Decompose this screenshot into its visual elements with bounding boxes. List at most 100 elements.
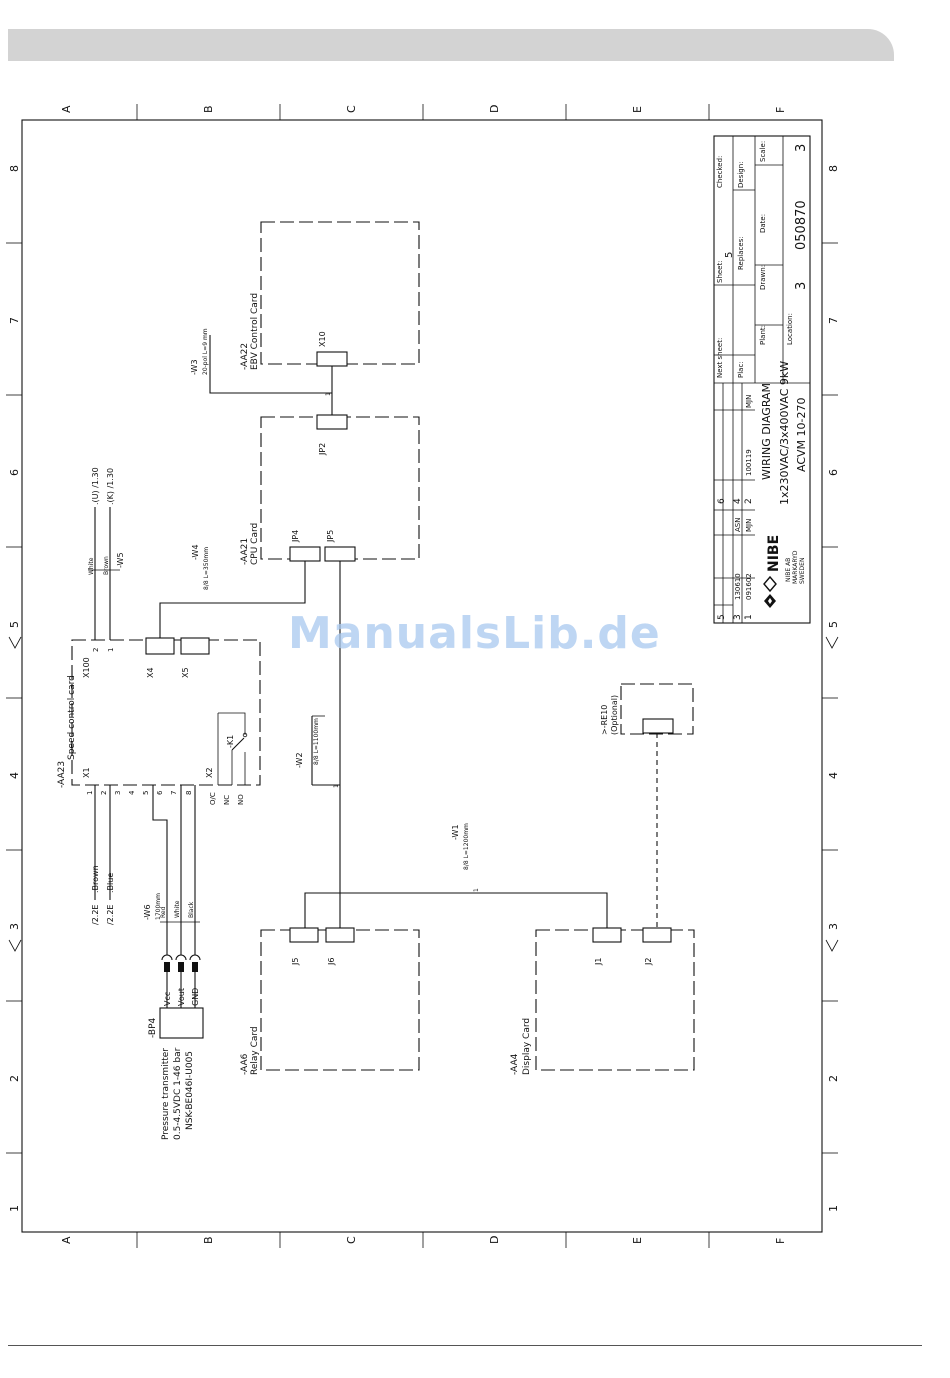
- center-mark-left-2: [8, 939, 22, 952]
- title-plant-label: Plant:: [759, 325, 767, 345]
- w4-cable: [159, 561, 306, 639]
- w1-cable: [304, 892, 608, 930]
- w4-spec: 8/8 L=350mm: [203, 547, 210, 590]
- j1-label: J1: [594, 958, 603, 966]
- pt-line-3: NSK-BE046I-U005: [185, 1051, 195, 1130]
- aa23-card-outline: [71, 639, 261, 786]
- row-label-6-left: 6: [8, 469, 21, 476]
- aa23-ref: -AA23: [57, 761, 67, 788]
- rev-1-index: 6: [717, 498, 727, 504]
- center-mark-left: [8, 636, 22, 649]
- w6-red-wire: [152, 785, 168, 955]
- x100-pin-1: 1: [107, 648, 115, 652]
- w6-ref: -W6: [143, 904, 152, 920]
- j2-connector: [642, 927, 672, 943]
- title-replaces-label: Replaces:: [737, 236, 745, 270]
- row-label-1-left: 1: [8, 1205, 21, 1212]
- col-label-f-top: F: [774, 107, 787, 113]
- w5-ref: -W5: [116, 552, 125, 568]
- x5-label: X5: [181, 667, 190, 678]
- title-location-value: 3: [794, 282, 809, 290]
- col-label-b-bottom: B: [202, 1236, 215, 1244]
- title-sheet-label: Sheet:: [716, 260, 724, 283]
- re10-ref: >-RE10: [600, 705, 609, 735]
- jp2-connector: [316, 414, 348, 430]
- re10-note: (Optional): [610, 695, 619, 735]
- col-label-b-top: B: [202, 105, 215, 113]
- x2-pin-oc: O/C: [209, 792, 217, 805]
- j1-connector: [592, 927, 622, 943]
- x1-pin-4: 4: [128, 790, 136, 795]
- jp2-label: JP2: [318, 443, 327, 456]
- col-label-d-bottom: D: [488, 1236, 501, 1244]
- jp5-connector: [324, 546, 356, 562]
- rev-2-index: 4: [733, 498, 743, 504]
- footer-rule: [8, 1345, 922, 1346]
- aa6-card-outline: [260, 929, 420, 1071]
- w3-wire-mark: 1: [325, 392, 332, 396]
- rev-3-number: 1: [744, 614, 754, 620]
- w1-wire-mark: 1: [473, 888, 480, 892]
- row-label-3-left: 3: [8, 923, 21, 930]
- jp4-connector: [289, 546, 321, 562]
- row-label-1-right: 1: [827, 1205, 840, 1212]
- w4-ref: -W4: [191, 544, 200, 560]
- w6-white-label: White: [174, 900, 181, 918]
- jp5-label: JP5: [326, 530, 335, 543]
- col-label-f-bottom: F: [774, 1238, 787, 1244]
- x100-pin-2: 2: [92, 648, 100, 652]
- bp4-gnd: GND: [191, 988, 200, 1006]
- row-label-5-left: 5: [8, 621, 21, 628]
- title-location-label: Location:: [786, 313, 794, 345]
- title-doc-number: 050870: [794, 200, 809, 250]
- row-label-8-right: 8: [827, 165, 840, 172]
- w5-brown-label: Brown: [103, 556, 110, 575]
- x1-pin-5: 5: [142, 791, 150, 795]
- bp4-transmitter: [159, 1007, 204, 1039]
- w3-ref: -W3: [190, 359, 199, 375]
- col-label-a-bottom: A: [60, 1236, 73, 1244]
- aa21-ref: -AA21: [240, 538, 250, 565]
- x1-pin-1: 1: [86, 791, 94, 795]
- x4-label: X4: [146, 667, 155, 678]
- j5-connector: [289, 927, 319, 943]
- aa6-name: Relay Card: [250, 1026, 260, 1075]
- bp4-ref: -BP4: [148, 1017, 158, 1038]
- aa6-ref: -AA6: [240, 1053, 250, 1075]
- drawing-frame: [21, 119, 823, 1233]
- pt-line-2: 0.5-4.5VDC 1-46 bar: [173, 1047, 183, 1140]
- watermark: ManualsLib.de: [288, 608, 661, 659]
- x2-pin-nc: NC: [223, 795, 231, 805]
- bp4-vcc: Vcc: [163, 992, 172, 1006]
- center-mark-right: [825, 636, 839, 649]
- x5-connector: [180, 637, 210, 655]
- brown-ref: .Brown: [91, 865, 100, 893]
- rev-3-sign-2: MJN: [745, 395, 753, 408]
- crossref-22e-2: /2.2E: [106, 905, 115, 925]
- center-mark-right-2: [825, 939, 839, 952]
- w1-spec: 8/8 L=1200mm: [463, 823, 470, 870]
- x100-label: X100: [82, 657, 91, 678]
- title-design-label: Design:: [737, 161, 745, 188]
- header-bar: [8, 29, 894, 61]
- aa22-name: EBV Control Card: [250, 293, 260, 370]
- aa21-card-outline: [260, 416, 420, 560]
- title-page-number: 3: [794, 144, 809, 152]
- aa4-name: Display Card: [522, 1018, 532, 1075]
- w6-black-label: Black: [188, 901, 195, 918]
- x1-pin-3: 3: [114, 791, 122, 795]
- x1-pin-2: 2: [100, 791, 108, 795]
- col-label-d-top: D: [488, 105, 501, 113]
- w2-wire-mark: 1: [333, 784, 340, 788]
- title-sheet-value: 5: [724, 252, 735, 258]
- col-label-e-bottom: E: [631, 1237, 644, 1244]
- crossref-22e-1: /2.2E: [91, 905, 100, 925]
- x10-connector: [316, 351, 348, 367]
- nibe-logo: NIBE: [763, 535, 782, 608]
- row-label-7-right: 7: [827, 317, 840, 324]
- title-checked-label: Checked:: [716, 156, 724, 188]
- col-label-c-top: C: [345, 105, 358, 113]
- row-label-2-left: 2: [8, 1075, 21, 1082]
- title-drawn-label: Drawn:: [759, 265, 767, 290]
